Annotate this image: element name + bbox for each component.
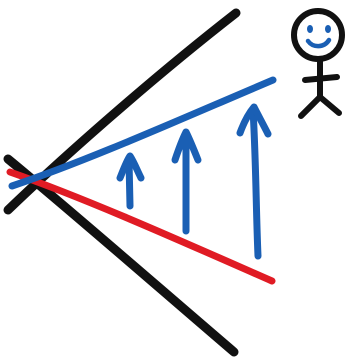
stick-figure-left-leg <box>301 97 320 116</box>
left-eye <box>307 25 313 33</box>
red-lower-line <box>10 172 272 281</box>
stick-figure-arms <box>305 77 337 80</box>
up-arrow-small <box>120 156 141 206</box>
stick-figure <box>294 11 342 116</box>
up-arrow-large <box>240 107 268 256</box>
up-arrow-medium <box>175 132 198 231</box>
black-cone-lower-line <box>8 159 234 352</box>
right-eye <box>325 25 331 33</box>
smile <box>308 40 329 46</box>
stick-figure-head <box>294 11 342 59</box>
stick-figure-right-leg <box>320 97 339 113</box>
blue-upper-line <box>12 80 273 186</box>
